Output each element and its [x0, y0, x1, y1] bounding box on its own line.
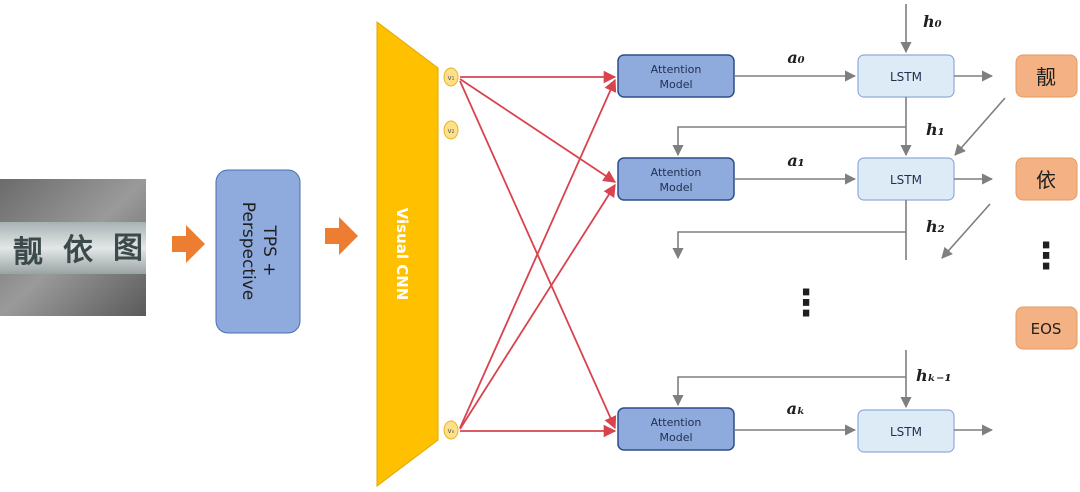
- rectifier-box: TPS + Perspective: [215, 169, 301, 334]
- arrow-h2-feedback: [672, 231, 906, 260]
- attention-model-k: Attention Model: [617, 407, 735, 451]
- attention-connections: [459, 70, 617, 438]
- output-text-eos: EOS: [1031, 320, 1062, 338]
- lstm-box-k: [857, 409, 955, 453]
- lstm-1: LSTM: [857, 157, 955, 201]
- conn-vn-att1: [459, 183, 616, 430]
- label-a0: a₀: [787, 48, 804, 67]
- attention-label-1b: Model: [659, 181, 692, 194]
- label-ak: aₖ: [787, 399, 806, 418]
- feature-v1: v₁: [443, 67, 459, 87]
- visual-cnn: Visual CNN: [376, 20, 439, 488]
- attention-label-0b: Model: [659, 78, 692, 91]
- attention-box-k: [617, 407, 735, 451]
- output-text-1: 靓: [1036, 65, 1056, 89]
- output-token-1: 靓: [1015, 54, 1078, 98]
- ellipsis-middle: ⋮: [788, 283, 824, 324]
- context-arrows: [734, 70, 857, 436]
- rectifier-label-1: TPS +: [259, 224, 279, 276]
- ellipsis-outputs: ⋮: [1028, 236, 1064, 277]
- arrow-feedback-1: [954, 97, 1006, 156]
- label-h0: h₀: [923, 12, 942, 31]
- feature-label-v1: v₁: [448, 74, 455, 82]
- input-char-3: 图: [113, 231, 143, 266]
- lstm-label-k: LSTM: [890, 425, 922, 439]
- input-image: 靓 依 图: [0, 179, 146, 316]
- feature-dot-v2: [443, 120, 459, 140]
- output-token-eos: EOS: [1015, 306, 1078, 350]
- lstm-label-0: LSTM: [890, 70, 922, 84]
- label-h2: h₂: [926, 217, 945, 236]
- attention-label-ka: Attention: [651, 416, 702, 429]
- output-box-eos: [1015, 306, 1078, 350]
- attention-label-1a: Attention: [651, 166, 702, 179]
- label-a1: a₁: [787, 151, 804, 170]
- attention-model-1: Attention Model: [617, 157, 735, 201]
- cnn-label: Visual CNN: [393, 208, 411, 301]
- flow-arrow-1: [172, 225, 205, 263]
- output-text-2: 依: [1036, 168, 1056, 192]
- feature-vn: vₙ: [443, 420, 459, 440]
- feature-label-v2: v₂: [448, 127, 455, 135]
- output-arrows: [941, 70, 1006, 436]
- attention-label-0a: Attention: [651, 63, 702, 76]
- output-token-2: 依: [1015, 157, 1078, 201]
- output-box-1: [1015, 54, 1078, 98]
- arrow-h1-feedback: [672, 126, 906, 157]
- conn-vn-att0: [459, 78, 617, 429]
- feature-label-vn: vₙ: [448, 427, 455, 435]
- feature-v2: v₂: [443, 120, 459, 140]
- arrow-feedback-2: [941, 203, 991, 259]
- input-char-1: 靓: [13, 235, 43, 270]
- feature-dot-v1: [443, 67, 459, 87]
- input-image-band: [0, 222, 146, 274]
- label-h1: h₁: [926, 120, 945, 139]
- attention-model-0: Attention Model: [617, 54, 735, 98]
- cnn-shape: [376, 20, 439, 488]
- conn-v1-att1: [459, 78, 617, 183]
- feature-dot-vn: [443, 420, 459, 440]
- rectifier-label-2: Perspective: [238, 202, 258, 300]
- lstm-0: LSTM: [857, 54, 955, 98]
- lstm-label-1: LSTM: [890, 173, 922, 187]
- input-char-2: 依: [63, 233, 94, 268]
- label-hk: hₖ₋₁: [916, 366, 951, 385]
- attention-label-kb: Model: [659, 431, 692, 444]
- lstm-k: LSTM: [857, 409, 955, 453]
- rectifier-rect: [215, 169, 301, 334]
- arrow-hk-feedback: [672, 376, 906, 407]
- hidden-state-arrows: [672, 4, 912, 409]
- flow-arrow-2: [325, 217, 358, 255]
- output-box-2: [1015, 157, 1078, 201]
